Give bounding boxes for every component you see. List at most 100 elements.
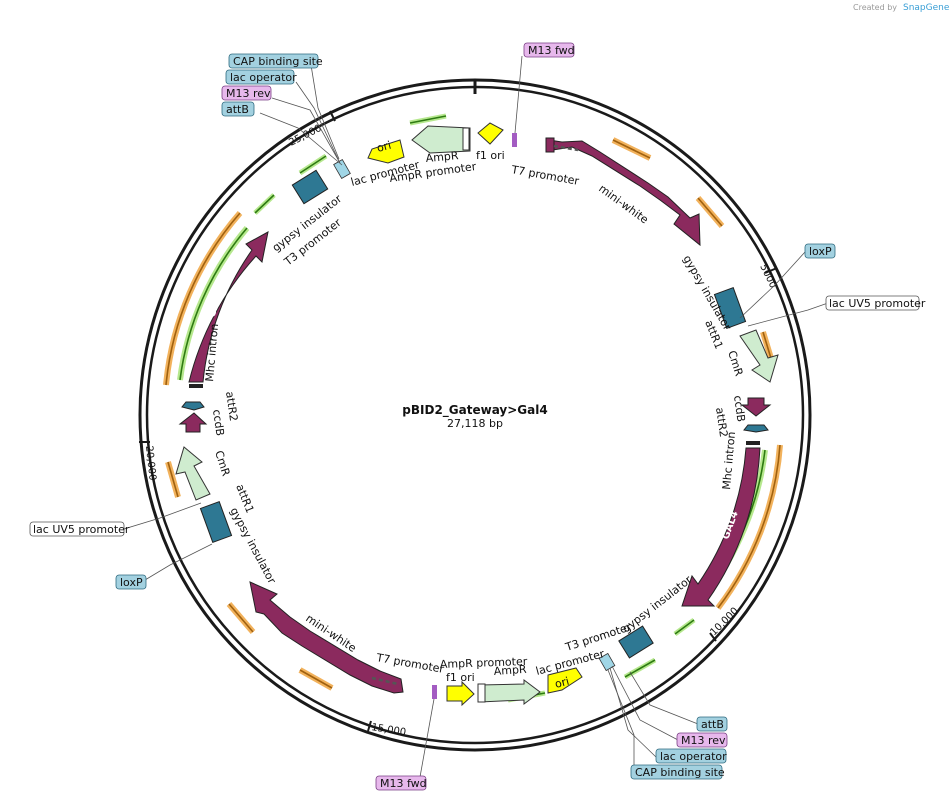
callout-lac-uv5-promoter[interactable]: lac UV5 promoter: [29, 521, 130, 537]
leader-line: [295, 81, 340, 162]
mini-white-arrow: [249, 581, 404, 694]
callout-lac-uv5-promoter[interactable]: lac UV5 promoter: [825, 295, 926, 311]
mhc-intron-marker: [746, 441, 760, 445]
leader-line: [739, 251, 806, 319]
callout-label: lac operator: [660, 750, 727, 763]
t7-promoter-mark: [432, 685, 437, 699]
callout-label: lac UV5 promoter: [33, 523, 130, 536]
mhc-intron-marker: [189, 384, 203, 388]
plasmid-length: 27,118 bp: [447, 417, 503, 430]
callout-m13-rev[interactable]: M13 rev: [676, 732, 728, 748]
leader-line: [144, 543, 213, 581]
callout-box: [228, 53, 319, 69]
primer-arrow-orange: [228, 603, 254, 633]
label-ampr-promoter: AmpR promoter: [440, 655, 528, 671]
leader-line: [609, 667, 657, 758]
label-cmr: CmR: [212, 449, 233, 478]
callout-box: [29, 521, 125, 537]
label-ccdb: ccdB: [731, 395, 748, 423]
callout-m13-rev[interactable]: M13 rev: [221, 85, 272, 101]
tick-mark-10000: [709, 632, 717, 642]
credit-brand: SnapGene: [903, 3, 950, 13]
callout-label: lac UV5 promoter: [829, 297, 926, 310]
callout-attb[interactable]: attB: [696, 716, 728, 732]
cmr-arrow: [175, 446, 211, 501]
lac-promoter-mark: [598, 652, 616, 672]
mini-white-intron: [371, 676, 399, 686]
callout-box: [375, 775, 427, 791]
ori-arrow: [547, 667, 583, 694]
callout-m13-fwd[interactable]: M13 fwd: [375, 775, 427, 791]
callout-m13-fwd[interactable]: M13 fwd: [523, 42, 575, 58]
mini-white-arrow: [548, 139, 701, 247]
ampr-promoter-box: [477, 683, 486, 703]
leader-line: [607, 669, 635, 765]
callout-label: attB: [701, 718, 724, 731]
callout-box: [804, 243, 836, 259]
label-f1-ori: f1 ori: [476, 149, 505, 162]
features-lower: ori GAL4: [175, 231, 583, 707]
ccdb-arrow: [740, 397, 772, 417]
gal4-arrow: [188, 231, 269, 383]
callout-box: [523, 42, 575, 58]
callout-box: [115, 574, 147, 590]
label-ccdb: ccdB: [210, 409, 227, 437]
t7-promoter-mark: [512, 133, 517, 147]
callout-loxp[interactable]: loxP: [115, 574, 147, 590]
ampr-arrow: [479, 679, 541, 705]
gypsy-insulator-box: [713, 287, 747, 329]
primer-arrow-green: [254, 194, 275, 214]
primer-arrow-orange: [299, 669, 333, 689]
primer-arrow-green: [674, 619, 695, 635]
leader-line: [123, 502, 202, 530]
callout-loxp[interactable]: loxP: [804, 243, 836, 259]
label-t7-promoter: T7 promoter: [374, 651, 445, 676]
label-ampr: AmpR: [425, 149, 459, 165]
gal4-arrow: [681, 447, 761, 607]
tick-label-20000: 20,000: [143, 445, 158, 481]
callout-cap-binding-site[interactable]: CAP binding site: [630, 764, 725, 780]
callout-cap-binding-site[interactable]: CAP binding site: [228, 53, 323, 69]
tick-mark-25000: [329, 110, 336, 122]
callout-lac-operator[interactable]: lac operator: [225, 69, 297, 85]
label-cmr: CmR: [725, 349, 746, 378]
cmr-arrow: [739, 329, 779, 383]
callout-label: attB: [226, 103, 249, 116]
label-attr2: attR2: [713, 407, 730, 439]
primer-arc-orange: [165, 212, 241, 386]
leader-line: [611, 665, 679, 741]
leader-line: [310, 64, 340, 160]
callout-attb[interactable]: attB: [221, 101, 255, 117]
primer-arrow-orange: [612, 139, 651, 159]
ampr-arrow: [411, 125, 471, 154]
tick-label-10000: 10,000: [708, 606, 741, 639]
label-mini-white: mini-white: [596, 182, 651, 227]
primer-arrow-orange: [697, 197, 723, 227]
tick-mark-15000: [367, 720, 372, 732]
callout-label: M13 rev: [226, 87, 271, 100]
leader-line: [514, 55, 523, 134]
callout-label: M13 fwd: [528, 44, 575, 57]
callout-box: [696, 716, 728, 732]
leader-line: [271, 97, 341, 164]
callout-lac-operator[interactable]: lac operator: [655, 748, 727, 764]
ampr-promoter-box: [462, 127, 470, 151]
primer-arrow-green: [299, 155, 327, 174]
leader-line: [419, 698, 435, 778]
tick-label-15000: 15,000: [371, 722, 407, 738]
leader-line: [747, 302, 829, 327]
callout-label: loxP: [120, 576, 143, 589]
callout-label: M13 rev: [681, 734, 726, 747]
gypsy-insulator-box: [291, 169, 329, 205]
f1-ori-arrow: [477, 122, 504, 145]
primer-arrow-green: [409, 115, 447, 124]
gypsy-insulator-box: [618, 625, 654, 659]
leader-line: [629, 671, 699, 725]
primer-arrow-green: [624, 659, 656, 678]
callout-label: loxP: [809, 245, 832, 258]
callout-label: CAP binding site: [233, 55, 323, 68]
callout-box: [221, 101, 255, 117]
label-f1-ori: f1 ori: [446, 671, 475, 684]
gypsy-insulator-box: [199, 501, 233, 543]
features-upper: ori GAL4: [291, 122, 779, 672]
